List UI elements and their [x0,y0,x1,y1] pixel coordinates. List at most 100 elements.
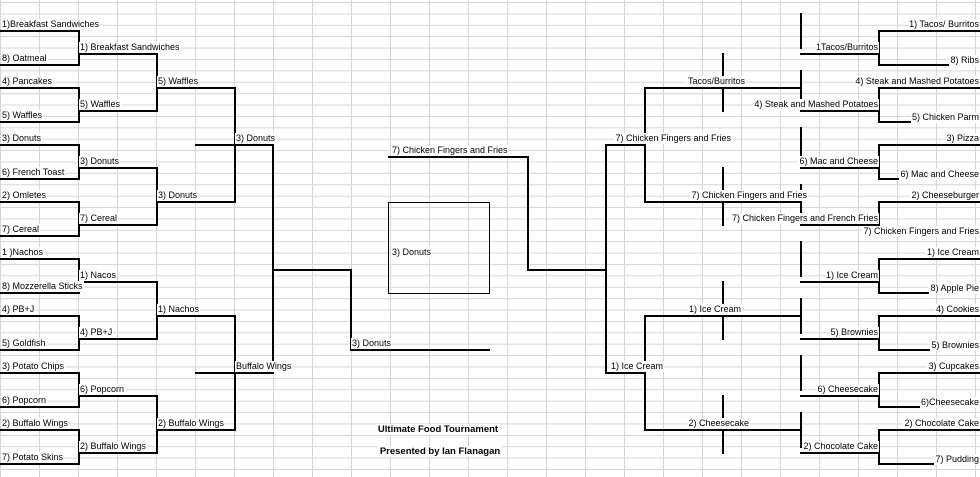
left-r2-team: 2) Buffalo Wings [79,441,147,452]
right-r1-team: 4) Cookies [934,304,980,315]
bracket-line [878,463,980,465]
bracket-line [0,429,80,431]
right-r1-team: 1) Tacos/ Burritos [908,19,980,30]
bracket-line [644,201,724,203]
left-r4-team: 3) Donuts [235,133,277,144]
bracket-line [350,349,490,351]
left-r1-team: 1)Breakfast Sandwiches [1,19,101,30]
bracket-connector [527,156,529,271]
right-finalist: 7) Chicken Fingers and Fries [391,145,509,156]
bracket-line [78,224,158,226]
bracket-connector [156,281,158,340]
right-r3-team: 7) Chicken Fingers and Fries [690,190,808,201]
bracket-line [0,258,80,260]
bracket-connector [78,30,80,66]
left-r1-team: 6) Popcorn [1,395,48,406]
left-r2-team: 5) Waffles [79,99,122,110]
bracket-line [0,235,80,237]
bracket-line [78,53,158,55]
left-r3-team: 2) Buffalo Wings [157,418,225,429]
bracket-line [878,64,980,66]
right-r2-team: 4) Steak and Mashed Potatoes [753,99,879,110]
left-r1-team: 8) Oatmeal [1,53,48,64]
bracket-line [388,156,529,158]
bracket-line [78,338,158,340]
right-r1-team: 1) Ice Cream [925,247,980,258]
bracket-line [878,144,980,146]
bracket-connector [350,269,352,351]
bracket-line [722,87,802,89]
right-r2-team: 6) Cheesecake [816,384,879,395]
bracket-line [156,201,236,203]
bracket-line [605,372,646,374]
bracket-line [0,406,80,408]
bracket-connector [78,144,80,180]
bracket-line [722,315,802,317]
bracket-line [0,372,80,374]
champion-label: 3) Donuts [391,247,433,258]
bracket-line [800,167,880,169]
right-r2-team: 2) Chocolate Cake [802,441,879,452]
right-r3-team: 1) Ice Cream [687,304,742,315]
left-r1-team: 3) Donuts [1,133,43,144]
tournament-title: Ultimate Food Tournament [375,424,501,435]
bracket-line [878,315,980,317]
bracket-line [234,372,274,374]
bracket-line [878,349,980,351]
right-r1-team: 8) Apple Pie [929,283,980,294]
bracket-line [800,281,880,283]
bracket-line [878,201,980,203]
left-r1-team: 1 )Nachos [1,247,45,258]
bracket-line [800,452,880,454]
right-r1-team: 5) Chicken Parm [910,112,980,123]
bracket-line [0,315,80,317]
right-r1-team: 8) Ribs [949,55,980,66]
left-r1-team: 4) Pancakes [1,76,54,87]
left-r1-team: 5) Waffles [1,110,44,121]
right-r2-team: 1Tacos/Burritos [814,42,879,53]
bracket-line [0,349,80,351]
bracket-line [800,338,880,340]
right-r1-team: 3) Pizza [945,133,980,144]
left-r2-team: 7) Cereal [79,213,119,224]
right-r2-team: 7) Chicken Fingers and French Fries [730,213,879,224]
right-r1-team: 6)Cheesecake [919,397,980,408]
bracket-connector [800,127,802,163]
left-r1-team: 2) Omletes [1,190,48,201]
bracket-line [722,429,802,431]
bracket-line [878,429,980,431]
right-r1-team: 4) Steak and Mashed Potatoes [854,76,980,87]
bracket-connector [156,395,158,454]
left-r1-team: 8) Mozzerella Sticks [1,281,84,292]
bracket-line [78,167,158,169]
left-r4-team: Buffalo Wings [235,361,293,372]
bracket-line [605,144,646,146]
bracket-connector [156,53,158,112]
left-r1-team: 7) Cereal [1,224,41,235]
bracket-connector [78,258,80,294]
bracket-line [156,429,236,431]
right-r3-team: Tacos/Burritos [686,76,746,87]
bracket-line [0,87,80,89]
bracket-line [272,269,352,271]
right-r1-team: 3) Cupcakes [927,361,980,372]
bracket-line [0,178,80,180]
right-r1-team: 7) Chicken Fingers and Fries [862,226,980,237]
bracket-line [722,201,802,203]
bracket-line [156,87,236,89]
bracket-line [878,258,980,260]
bracket-line [878,292,980,294]
right-r1-team: 2) Cheeseburger [910,190,980,201]
bracket-connector [644,315,646,431]
left-r1-team: 4) PB+J [1,304,36,315]
bracket-connector [644,87,646,203]
bracket-line [0,64,80,66]
left-r3-team: 5) Waffles [157,76,200,87]
bracket-line [644,429,724,431]
bracket-connector [78,315,80,351]
left-r1-team: 6) French Toast [1,167,66,178]
left-r2-team: 3) Donuts [79,156,121,167]
left-r1-team: 5) Goldfish [1,338,47,349]
bracket-line [0,292,80,294]
